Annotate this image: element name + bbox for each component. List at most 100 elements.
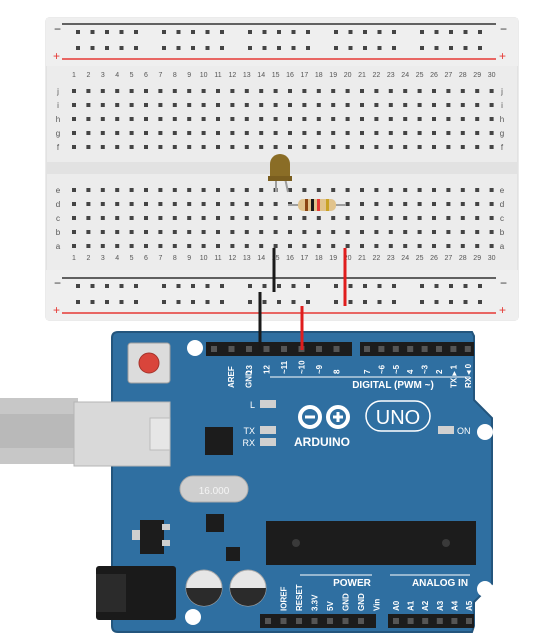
breadboard-hole[interactable] [417,188,422,192]
breadboard-hole[interactable] [302,103,307,107]
breadboard-hole[interactable] [432,202,436,206]
breadboard-hole[interactable] [158,131,163,135]
breadboard-hole[interactable] [345,117,350,121]
breadboard-hole[interactable] [115,145,120,149]
analog-pin[interactable] [407,618,414,624]
breadboard-hole[interactable] [302,117,307,121]
breadboard-hole[interactable] [115,244,120,248]
breadboard-hole[interactable] [273,117,278,121]
power-pin[interactable] [358,618,364,624]
breadboard-hole[interactable] [446,188,451,192]
digital-pin[interactable] [450,346,457,352]
breadboard-hole[interactable] [331,89,336,93]
digital-pin[interactable] [263,346,270,352]
breadboard-hole[interactable] [302,145,307,149]
rail-hole[interactable] [191,46,195,50]
rail-hole[interactable] [90,46,95,50]
breadboard-hole[interactable] [403,131,408,135]
breadboard-hole[interactable] [388,131,393,135]
breadboard-hole[interactable] [475,131,480,135]
breadboard-hole[interactable] [230,188,235,192]
breadboard-hole[interactable] [460,188,465,192]
breadboard-hole[interactable] [417,131,422,135]
breadboard-hole[interactable] [72,216,76,220]
rail-hole[interactable] [262,300,267,304]
rail-hole[interactable] [291,46,296,50]
digital-pin[interactable] [464,346,471,352]
breadboard-hole[interactable] [129,216,134,220]
breadboard-hole[interactable] [201,230,206,234]
breadboard-hole[interactable] [360,230,364,234]
rail-hole[interactable] [363,46,367,50]
breadboard-hole[interactable] [403,103,408,107]
breadboard-hole[interactable] [432,103,436,107]
breadboard-hole[interactable] [432,117,436,121]
rail-hole[interactable] [90,284,95,288]
breadboard-hole[interactable] [417,103,422,107]
rail-hole[interactable] [334,284,338,288]
rail-hole[interactable] [377,30,382,34]
breadboard-hole[interactable] [417,89,422,93]
breadboard-hole[interactable] [316,131,321,135]
power-pin[interactable] [327,618,333,624]
breadboard-hole[interactable] [331,188,336,192]
breadboard-hole[interactable] [230,131,235,135]
breadboard-hole[interactable] [273,131,278,135]
rail-hole[interactable] [119,30,124,34]
breadboard-hole[interactable] [259,145,264,149]
breadboard-hole[interactable] [403,89,408,93]
breadboard-hole[interactable] [316,230,321,234]
rail-hole[interactable] [348,46,353,50]
rail-hole[interactable] [105,300,109,304]
breadboard-hole[interactable] [446,244,451,248]
breadboard-hole[interactable] [388,89,393,93]
breadboard-hole[interactable] [72,230,76,234]
rail-hole[interactable] [262,30,267,34]
breadboard-hole[interactable] [417,202,422,206]
breadboard-hole[interactable] [432,230,436,234]
rail-hole[interactable] [306,30,310,34]
breadboard-hole[interactable] [100,145,105,149]
breadboard-hole[interactable] [345,244,350,248]
digital-pin[interactable] [281,346,287,352]
breadboard-hole[interactable] [446,230,451,234]
breadboard-hole[interactable] [187,89,192,93]
breadboard-hole[interactable] [72,145,76,149]
breadboard-hole[interactable] [331,230,336,234]
breadboard-hole[interactable] [187,230,192,234]
rail-hole[interactable] [334,30,338,34]
breadboard-hole[interactable] [489,230,494,234]
power-pin[interactable] [280,618,287,624]
breadboard-hole[interactable] [446,216,451,220]
rail-hole[interactable] [191,284,195,288]
breadboard-hole[interactable] [417,244,422,248]
breadboard-hole[interactable] [360,216,364,220]
breadboard-hole[interactable] [273,89,278,93]
rail-hole[interactable] [119,284,124,288]
breadboard-hole[interactable] [288,230,292,234]
rail-hole[interactable] [449,284,453,288]
breadboard-hole[interactable] [230,145,235,149]
breadboard-hole[interactable] [129,202,134,206]
breadboard-hole[interactable] [302,216,307,220]
rail-hole[interactable] [392,46,396,50]
breadboard-hole[interactable] [417,216,422,220]
breadboard-hole[interactable] [144,103,148,107]
breadboard-hole[interactable] [144,89,148,93]
breadboard-hole[interactable] [230,216,235,220]
rail-hole[interactable] [363,284,367,288]
rail-hole[interactable] [248,284,252,288]
breadboard-hole[interactable] [288,117,292,121]
digital-pin[interactable] [364,346,370,352]
rail-hole[interactable] [162,46,166,50]
breadboard-hole[interactable] [475,202,480,206]
breadboard-hole[interactable] [432,131,436,135]
breadboard-hole[interactable] [201,202,206,206]
rail-hole[interactable] [463,30,468,34]
breadboard-hole[interactable] [460,89,465,93]
breadboard-hole[interactable] [489,216,494,220]
breadboard-hole[interactable] [374,145,379,149]
rail-hole[interactable] [363,30,367,34]
breadboard-hole[interactable] [158,103,163,107]
breadboard-hole[interactable] [432,145,436,149]
